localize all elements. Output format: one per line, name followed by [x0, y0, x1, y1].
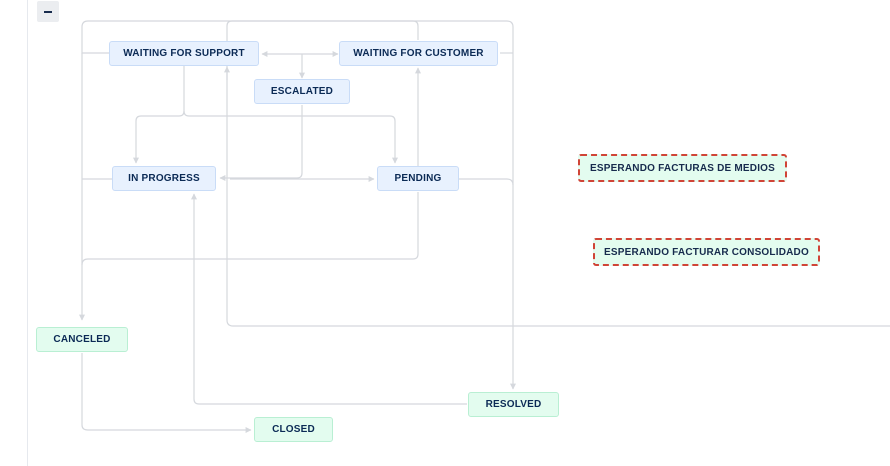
status-waiting-for-customer[interactable]: WAITING FOR CUSTOMER [339, 41, 498, 66]
status-in-progress[interactable]: IN PROGRESS [112, 166, 216, 191]
status-resolved[interactable]: RESOLVED [468, 392, 559, 417]
transition-line [191, 193, 467, 405]
transition-line [183, 110, 398, 164]
transition-line [133, 66, 185, 164]
transition-line [81, 192, 419, 266]
transition-line [81, 20, 516, 390]
status-esperando-facturas-de-medios[interactable]: ESPERANDO FACTURAS DE MEDIOS [578, 154, 787, 182]
status-waiting-for-support[interactable]: WAITING FOR SUPPORT [109, 41, 259, 66]
left-rail [27, 0, 28, 466]
transition-line [219, 105, 303, 181]
status-canceled[interactable]: CANCELED [36, 327, 128, 352]
transition-line [226, 20, 419, 66]
transition-line [459, 178, 514, 186]
collapse-button[interactable] [37, 1, 59, 22]
status-escalated[interactable]: ESCALATED [254, 79, 350, 104]
transition-line [81, 353, 252, 433]
transition-line [226, 66, 890, 327]
status-esperando-facturar-consolidado[interactable]: ESPERANDO FACTURAR CONSOLIDADO [593, 238, 820, 266]
minus-icon [44, 10, 52, 13]
status-closed[interactable]: CLOSED [254, 417, 333, 442]
status-pending[interactable]: PENDING [377, 166, 459, 191]
